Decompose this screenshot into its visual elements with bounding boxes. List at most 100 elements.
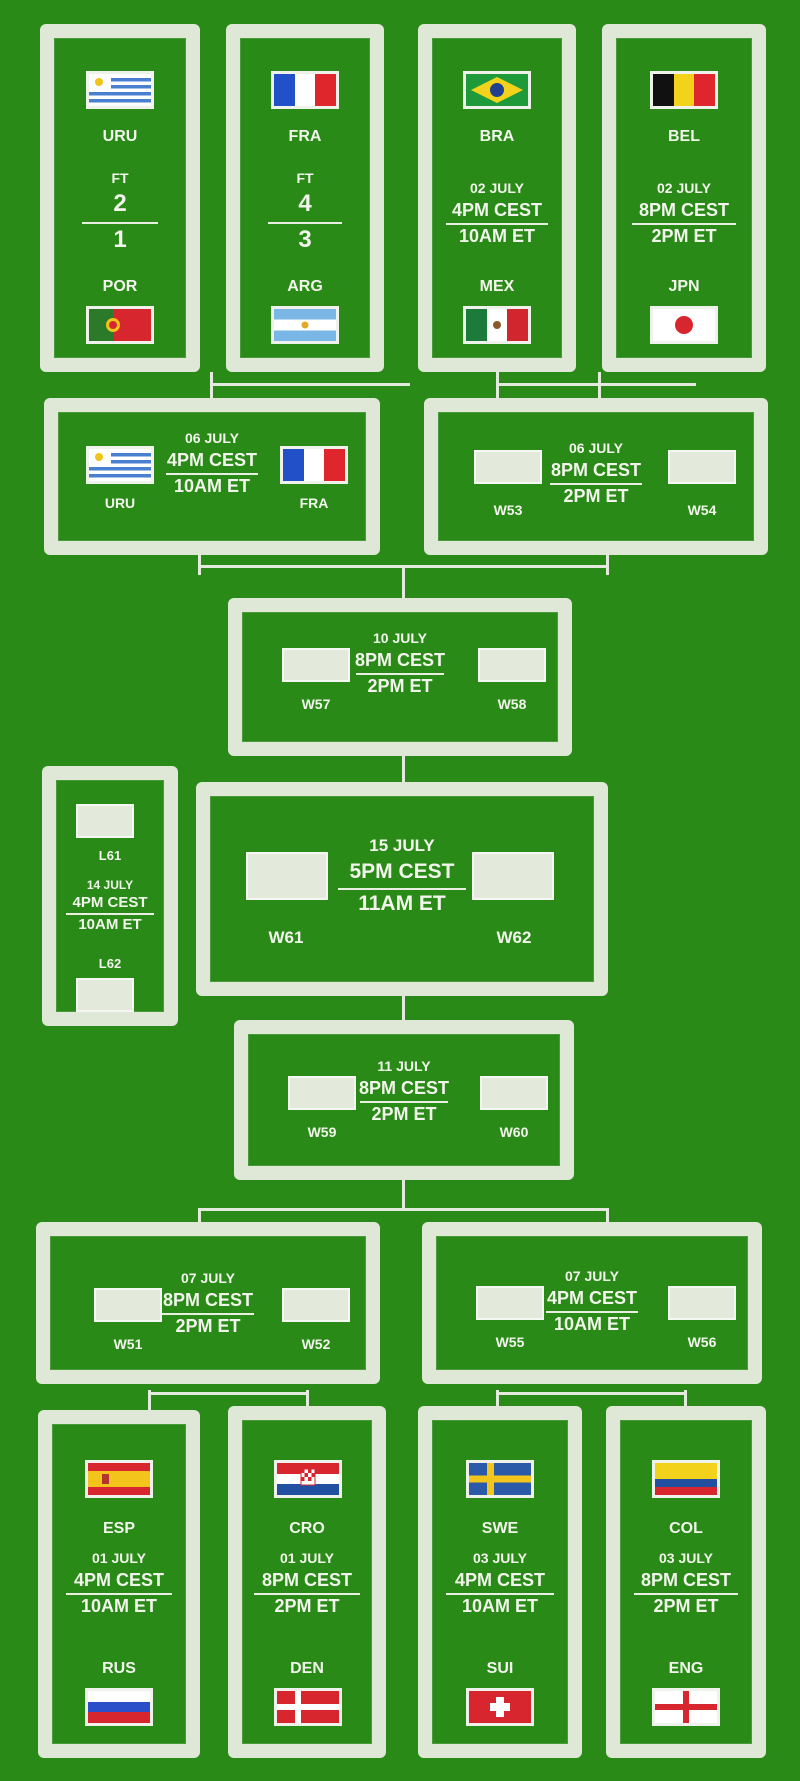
match-status: FT xyxy=(111,170,129,186)
connector-line xyxy=(210,372,213,400)
team-placeholder xyxy=(480,1076,548,1110)
match-date: 11 JULY xyxy=(377,1058,431,1074)
team-placeholder xyxy=(246,852,328,900)
match-card-qf-w53-w54[interactable]: W53 06 JULY 8PM CEST 2PM ET W54 xyxy=(424,398,768,555)
connector-line xyxy=(198,1208,201,1228)
kickoff-et: 10AM ET xyxy=(553,1314,631,1334)
uruguay-flag-icon xyxy=(86,446,154,484)
team-code-away: RUS xyxy=(102,1660,136,1677)
team-code-away: MEX xyxy=(479,278,515,295)
connector-line xyxy=(402,1180,405,1210)
divider xyxy=(254,1593,360,1595)
match-card-sf-w59-w60[interactable]: W59 11 JULY 8PM CEST 2PM ET W60 xyxy=(234,1020,574,1180)
connector-line xyxy=(684,1390,687,1410)
score-home: 4 xyxy=(298,190,312,217)
team-code-away: W56 xyxy=(687,1334,717,1350)
connector-line xyxy=(402,565,405,600)
russia-flag-icon xyxy=(85,1688,153,1726)
kickoff-et: 10AM ET xyxy=(173,476,251,496)
match-date: 02 JULY xyxy=(470,180,524,196)
kickoff-cest: 4PM CEST xyxy=(73,1570,165,1590)
team-code-away: FRA xyxy=(299,495,329,511)
team-code-home: BEL xyxy=(668,128,700,145)
divider xyxy=(632,223,736,225)
kickoff-cest: 4PM CEST xyxy=(546,1288,638,1308)
match-card-third-place[interactable]: L61 14 JULY 4PM CEST 10AM ET L62 xyxy=(42,766,178,1026)
france-flag-icon xyxy=(280,446,348,484)
team-code-away: ENG xyxy=(668,1660,704,1677)
divider xyxy=(356,673,444,675)
brazil-flag-icon xyxy=(463,71,531,109)
team-code-home: BRA xyxy=(479,128,515,145)
match-card-cro-den[interactable]: CRO 01 JULY 8PM CEST 2PM ET DEN xyxy=(228,1406,386,1758)
kickoff-et: 2PM ET xyxy=(175,1316,241,1336)
team-code-home: URU xyxy=(102,128,138,145)
kickoff-et: 10AM ET xyxy=(80,1596,158,1616)
kickoff-cest: 8PM CEST xyxy=(640,1570,732,1590)
divider xyxy=(634,1593,738,1595)
kickoff-et: 10AM ET xyxy=(458,226,536,246)
belgium-flag-icon xyxy=(650,71,718,109)
team-code-home: W51 xyxy=(113,1336,143,1352)
match-card-qf-w55-w56[interactable]: W55 07 JULY 4PM CEST 10AM ET W56 xyxy=(422,1222,762,1384)
connector-line xyxy=(496,1392,686,1395)
team-placeholder xyxy=(282,1288,350,1322)
team-code-home: URU xyxy=(104,495,136,511)
match-card-swe-sui[interactable]: SWE 03 JULY 4PM CEST 10AM ET SUI xyxy=(418,1406,582,1758)
kickoff-cest: 4PM CEST xyxy=(166,450,258,470)
match-date: 10 JULY xyxy=(373,630,427,646)
match-card-fra-arg[interactable]: FRA FT 4 3 ARG xyxy=(226,24,384,372)
match-date: 07 JULY xyxy=(181,1270,235,1286)
connector-line xyxy=(198,1208,608,1211)
match-card-esp-rus[interactable]: ESP 01 JULY 4PM CEST 10AM ET RUS xyxy=(38,1410,200,1758)
switzerland-flag-icon xyxy=(466,1688,534,1726)
team-code-away: SUI xyxy=(486,1660,514,1677)
argentina-flag-icon xyxy=(271,306,339,344)
spain-flag-icon xyxy=(85,1460,153,1498)
team-placeholder xyxy=(668,1286,736,1320)
team-code-home: W55 xyxy=(495,1334,525,1350)
kickoff-et: 10AM ET xyxy=(461,1596,539,1616)
match-date: 03 JULY xyxy=(659,1550,713,1566)
match-card-uru-por[interactable]: URU FT 2 1 POR xyxy=(40,24,200,372)
team-placeholder xyxy=(76,804,134,838)
divider xyxy=(360,1101,448,1103)
japan-flag-icon xyxy=(650,306,718,344)
kickoff-cest: 8PM CEST xyxy=(162,1290,254,1310)
mexico-flag-icon xyxy=(463,306,531,344)
divider xyxy=(166,473,258,475)
divider xyxy=(550,483,642,485)
team-code-away: W52 xyxy=(301,1336,331,1352)
match-card-qf-w51-w52[interactable]: W51 07 JULY 8PM CEST 2PM ET W52 xyxy=(36,1222,380,1384)
team-code-away: W58 xyxy=(497,696,527,712)
connector-line xyxy=(496,1390,499,1410)
score-home: 2 xyxy=(113,190,127,217)
team-placeholder xyxy=(472,852,554,900)
team-code-away: ARG xyxy=(287,278,323,295)
team-placeholder xyxy=(474,450,542,484)
team-code-away: POR xyxy=(102,278,138,295)
team-code-home: W61 xyxy=(268,928,304,947)
match-card-col-eng[interactable]: COL 03 JULY 8PM CEST 2PM ET ENG xyxy=(606,1406,766,1758)
match-card-final[interactable]: W61 15 JULY 5PM CEST 11AM ET W62 xyxy=(196,782,608,996)
match-status: FT xyxy=(296,170,314,186)
match-card-sf-w57-w58[interactable]: W57 10 JULY 8PM CEST 2PM ET W58 xyxy=(228,598,572,756)
kickoff-et: 2PM ET xyxy=(367,676,433,696)
team-code-away: W60 xyxy=(499,1124,529,1140)
england-flag-icon xyxy=(652,1688,720,1726)
team-placeholder xyxy=(668,450,736,484)
match-card-bel-jpn[interactable]: BEL 02 JULY 8PM CEST 2PM ET JPN xyxy=(602,24,766,372)
team-placeholder xyxy=(478,648,546,682)
connector-line xyxy=(148,1390,151,1410)
match-date: 15 JULY xyxy=(369,836,435,855)
match-card-qf-uru-fra[interactable]: URU 06 JULY 4PM CEST 10AM ET FRA xyxy=(44,398,380,555)
match-date: 06 JULY xyxy=(569,440,623,456)
kickoff-et: 2PM ET xyxy=(274,1596,340,1616)
croatia-flag-icon xyxy=(274,1460,342,1498)
team-code-home: CRO xyxy=(289,1520,325,1537)
match-card-bra-mex[interactable]: BRA 02 JULY 4PM CEST 10AM ET MEX xyxy=(418,24,576,372)
team-code-home: ESP xyxy=(102,1520,135,1537)
team-code-home: W57 xyxy=(301,696,331,712)
team-code-away: JPN xyxy=(668,278,700,295)
kickoff-cest: 4PM CEST xyxy=(72,894,148,911)
